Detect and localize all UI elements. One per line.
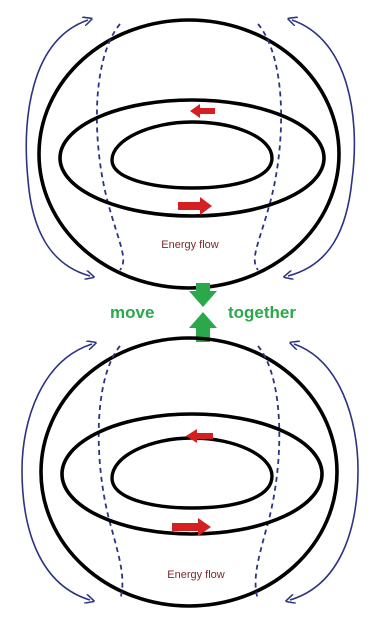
bottom-outer-shell: [39, 336, 339, 608]
move-label: move: [110, 303, 154, 322]
bottom-torus-outer-ring: [60, 412, 324, 536]
top-torus: Energy flow: [25, 18, 356, 290]
bottom-energy-flow-label: Energy flow: [167, 569, 225, 581]
top-flow-arrow-back: [190, 104, 215, 118]
top-field-line-left: [25, 20, 90, 276]
top-torus-outer-ring: [58, 98, 326, 218]
top-outer-shell: [37, 18, 341, 290]
green-arrow-down: [189, 283, 217, 307]
move-together-section: move together: [110, 283, 296, 342]
top-torus-hole-lip: [118, 170, 268, 187]
top-energy-flow-label: Energy flow: [161, 239, 219, 251]
top-dashed-line-left: [95, 23, 125, 271]
green-arrow-up: [189, 312, 217, 342]
bottom-torus: Energy flow: [21, 336, 359, 608]
bottom-flow-arrow-back: [186, 429, 213, 443]
bottom-field-line-left: [21, 344, 92, 600]
top-field-line-right: [288, 20, 356, 276]
top-torus-hole: [110, 120, 274, 190]
bottom-dashed-line-left: [97, 345, 124, 601]
bottom-field-line-right: [290, 344, 359, 600]
bottom-dashed-line-right: [254, 345, 281, 601]
top-flow-arrow-front: [178, 197, 212, 215]
bottom-torus-hole: [110, 436, 274, 510]
together-label: together: [228, 303, 296, 322]
top-dashed-line-right: [253, 23, 283, 271]
bottom-flow-arrow-front: [172, 518, 211, 536]
